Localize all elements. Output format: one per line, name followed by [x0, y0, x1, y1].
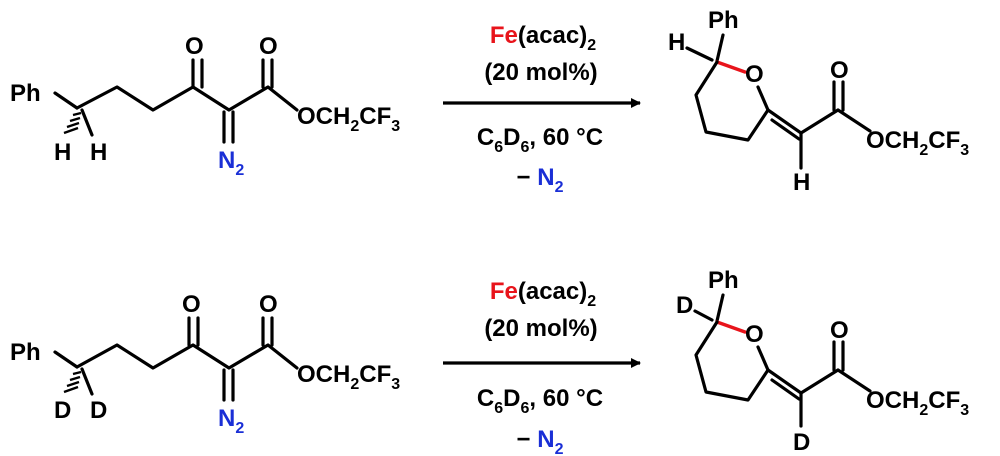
ring-hydrogen-label: H: [668, 29, 685, 56]
solvent-temp-label: C6D6, 60 °C: [477, 124, 603, 156]
hashed-wedge: [63, 111, 82, 135]
vinyl-hydrogen-label: H: [793, 169, 810, 196]
ester-oxygen-label: O: [830, 317, 849, 344]
catalyst-loading-label: (20 mol%): [484, 59, 597, 86]
phenyl-label: Ph: [10, 80, 41, 107]
reaction-1: Ph H H O O OCH2CF3 N2: [10, 7, 969, 196]
ester-oxygen-label: O: [259, 291, 278, 318]
ester-oxygen-label: O: [830, 57, 849, 84]
catalyst-loading-label: (20 mol%): [484, 315, 597, 342]
ester-group-label: OCH2CF3: [866, 387, 969, 419]
deuterium-label-a: D: [54, 397, 71, 424]
hydrogen-label-a: H: [54, 139, 71, 166]
phenyl-label: Ph: [708, 7, 739, 34]
starting-material-2: Ph D D O O OCH2CF3 N2: [10, 291, 400, 437]
new-c-o-bond: [715, 320, 747, 334]
ester-group-label: OCH2CF3: [866, 127, 969, 159]
catalyst-label: Fe(acac)2: [490, 22, 596, 54]
nitrogen-loss-label: − N2: [517, 164, 564, 196]
hydrogen-label-b: H: [90, 139, 107, 166]
new-c-o-bond: [715, 60, 747, 74]
diazo-nitrogen-label: N2: [218, 405, 244, 437]
starting-material-1: Ph H H O O OCH2CF3 N2: [10, 33, 400, 179]
ketone-oxygen-label: O: [182, 291, 201, 318]
ester-group-label: OCH2CF3: [297, 361, 400, 393]
reaction-2: Ph D D O O OCH2CF3 N2 Fe(acac)2: [10, 267, 969, 456]
conditions-1: Fe(acac)2 (20 mol%) C6D6, 60 °C − N2: [443, 22, 641, 196]
ester-group-label: OCH2CF3: [297, 103, 400, 135]
ring-oxygen-label: O: [745, 321, 764, 348]
deuterium-label-b: D: [90, 397, 107, 424]
solvent-temp-label: C6D6, 60 °C: [477, 385, 603, 417]
catalyst-label: Fe(acac)2: [490, 278, 596, 310]
phenyl-label: Ph: [708, 267, 739, 294]
nitrogen-loss-label: − N2: [517, 426, 564, 456]
ester-oxygen-label: O: [259, 33, 278, 60]
ketone-oxygen-label: O: [185, 33, 204, 60]
diazo-nitrogen-label: N2: [218, 147, 244, 179]
ring-deuterium-label: D: [676, 292, 693, 319]
product-1: Ph H O O OCH2CF3 H: [668, 7, 969, 196]
product-2: Ph D O O OCH2CF3 D: [676, 267, 969, 456]
vinyl-deuterium-label: D: [793, 429, 810, 456]
ring-oxygen-label: O: [745, 61, 764, 88]
hashed-wedge: [63, 370, 82, 394]
conditions-2: Fe(acac)2 (20 mol%) C6D6, 60 °C − N2: [443, 278, 641, 456]
phenyl-label: Ph: [10, 339, 41, 366]
